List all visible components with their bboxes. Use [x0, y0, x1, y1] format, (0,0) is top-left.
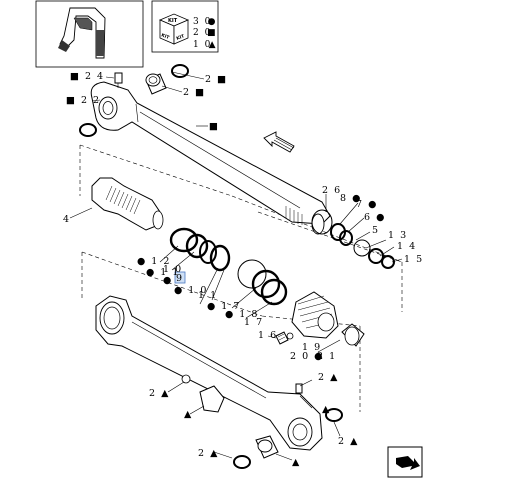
callout-label[interactable]: 2 6: [322, 185, 342, 196]
callout-label[interactable]: 1 9: [302, 342, 322, 353]
seal-ring-part[interactable]: [171, 64, 189, 78]
machine-thumbnail[interactable]: [35, 0, 144, 68]
callout-label[interactable]: 1 3: [388, 230, 408, 241]
seal-ring-part[interactable]: [79, 123, 97, 137]
callout-label[interactable]: 1 1: [198, 290, 218, 301]
callout-label[interactable]: 9: [176, 273, 184, 284]
callout-label[interactable]: ■: [209, 121, 219, 132]
callout-label[interactable]: 1 4: [397, 241, 417, 252]
callout-label[interactable]: 7 ●: [356, 199, 378, 210]
callout-label[interactable]: 2 0 ●: [290, 351, 324, 362]
steel-ball-part[interactable]: [286, 332, 294, 340]
bottom-seal-ring-part[interactable]: [233, 455, 251, 469]
callout-label[interactable]: ● 1 1: [146, 267, 180, 278]
leader-lines: [69, 71, 403, 461]
kit-box-label-left: KIT: [160, 32, 171, 41]
bottom-bushing-part[interactable]: [255, 435, 279, 459]
rod-end-seal-stack[interactable]: [311, 209, 395, 269]
callout-label[interactable]: ▲: [322, 404, 331, 415]
callout-label[interactable]: 2 ■: [183, 87, 206, 98]
port-block-part[interactable]: [181, 374, 225, 413]
bushing-part[interactable]: [145, 73, 167, 95]
piston-seal-set[interactable]: [169, 227, 288, 306]
callout-label[interactable]: ▲: [292, 457, 301, 468]
callout-label[interactable]: ■ 2 4: [70, 71, 105, 82]
callout-label[interactable]: ●: [163, 275, 173, 286]
kit-row-qty: 3 0: [193, 17, 212, 27]
callout-label[interactable]: 1 6: [258, 330, 278, 341]
callout-label[interactable]: 2 ▲: [338, 436, 359, 447]
piston-part[interactable]: [291, 291, 339, 339]
callout-label[interactable]: ● 1 7: [207, 301, 241, 312]
kit-box-label-right: KIT: [176, 33, 187, 42]
callout-label[interactable]: ● 1 0: [174, 285, 208, 296]
gland-thread-hatch: [105, 185, 141, 215]
grease-nipple-part[interactable]: [114, 72, 123, 88]
gland-part[interactable]: [91, 177, 164, 231]
excavator-arm-icon: [58, 7, 106, 59]
callout-label[interactable]: 2 ▲: [149, 388, 170, 399]
callout-label[interactable]: 2 ▲: [318, 372, 339, 383]
callout-label[interactable]: 5: [372, 225, 380, 236]
callout-label[interactable]: 1 5: [404, 254, 424, 265]
callout-label[interactable]: 1 7: [244, 317, 264, 328]
callout-label[interactable]: ● 1 8: [225, 309, 259, 320]
callout-labels: ■ 2 4 2 ■ 2 ■ ■ 2 2 ■ 4 2 6 8 ● 7 ● 6 ● …: [63, 71, 424, 468]
callout-label[interactable]: 2 ■: [205, 74, 228, 85]
callout-label[interactable]: 1 0: [163, 264, 183, 275]
callout-label[interactable]: ■ 2 2: [66, 95, 101, 106]
kit-row-marker: ●: [208, 17, 217, 27]
piston-rod-assembly[interactable]: [90, 81, 331, 235]
callout-label[interactable]: 8 ●: [340, 193, 362, 204]
set-screw-part[interactable]: [275, 331, 289, 345]
bottom-seal-ring-part[interactable]: [325, 408, 343, 422]
kit-box-label-top: KIT: [168, 18, 178, 24]
piston-nut-part[interactable]: [341, 323, 365, 347]
callout-label[interactable]: ▲: [184, 409, 193, 420]
direction-arrow-icon: [263, 131, 295, 153]
kit-box-icon: KIT KIT KIT: [158, 13, 190, 45]
piston-hatch: [297, 295, 333, 329]
navigate-arrow-icon: [396, 456, 420, 470]
selected-part-highlight[interactable]: [174, 271, 186, 284]
callout-label[interactable]: 2 1: [317, 351, 337, 362]
callout-label[interactable]: 6 ●: [364, 212, 386, 223]
cylinder-tube-assembly[interactable]: [95, 295, 323, 451]
callout-label[interactable]: 4: [63, 214, 71, 225]
callout-label[interactable]: 2 ▲: [198, 448, 219, 459]
kit-row-marker: ▲: [209, 40, 217, 50]
kit-row-qty: 2 0: [193, 28, 212, 38]
kit-row-qty: 1 0: [193, 40, 212, 50]
kit-legend: KIT KIT KIT 3 0 ● 2 0 ■ 1 0 ▲: [151, 0, 219, 53]
callout-label[interactable]: ● 1 2: [137, 256, 171, 267]
tube-grease-nipple-part[interactable]: [295, 383, 303, 394]
kit-row-marker: ■: [207, 28, 217, 38]
rod-thread-hatch: [285, 206, 303, 225]
next-page-button[interactable]: [387, 446, 423, 478]
